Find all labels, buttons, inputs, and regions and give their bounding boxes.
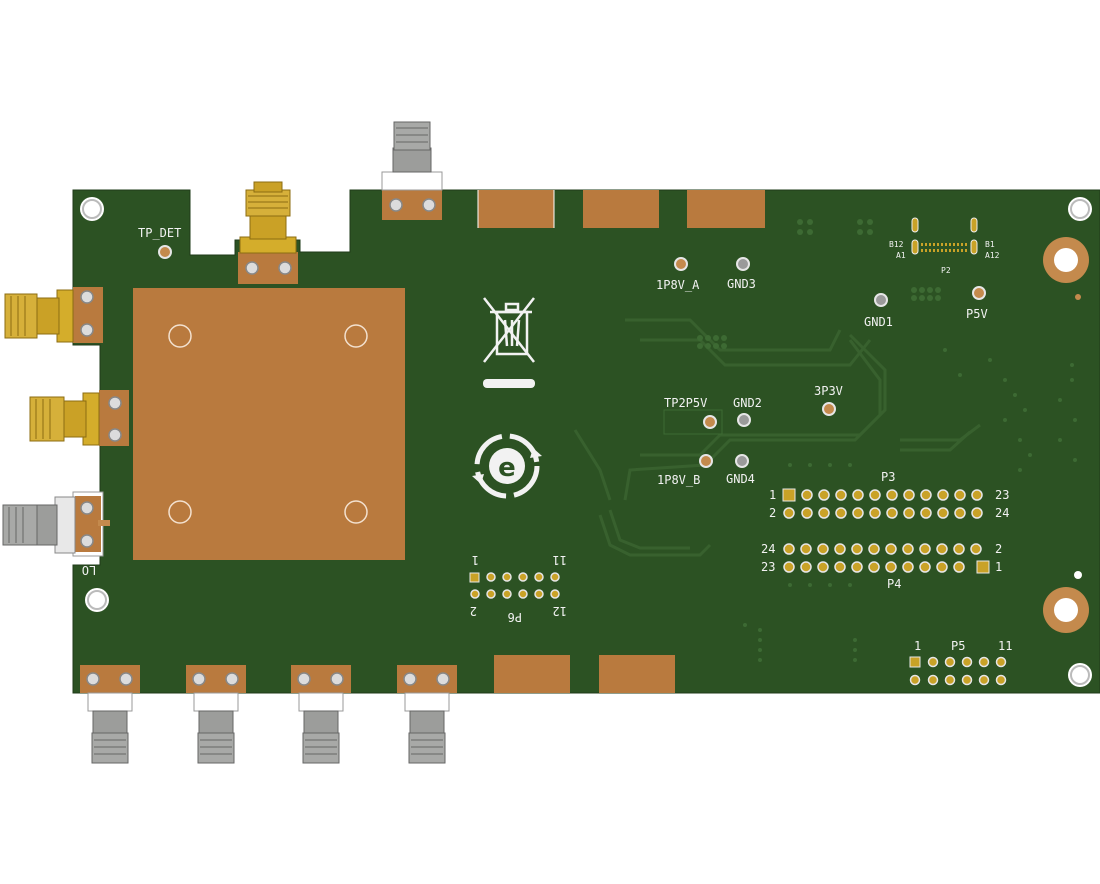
- p6-header: [469, 572, 560, 599]
- label-tp-det: TP_DET: [138, 226, 181, 240]
- label-p4-pin1: 1: [995, 560, 1002, 574]
- label-tp2p5v: TP2P5V: [664, 396, 707, 410]
- p3-header: [782, 488, 983, 519]
- top-edge-pads: [477, 190, 765, 228]
- label-p5-pin11: 11: [998, 639, 1012, 653]
- sma-connectors-bottom: [80, 665, 457, 764]
- via-field: [697, 219, 1077, 662]
- sma-connector-left-1: [4, 287, 103, 343]
- label-p3-pin24: 24: [995, 506, 1009, 520]
- label-gnd1: GND1: [864, 315, 893, 329]
- silkscreen-labels: TP_DET LO 1P8V_A GND3 GND1 P5V TP2P5V GN…: [82, 226, 1013, 653]
- pcb-traces: [573, 318, 981, 557]
- p4-header: [783, 543, 990, 574]
- label-p5-pin1: 1: [914, 639, 921, 653]
- label-3p3v: 3P3V: [814, 384, 843, 398]
- label-p6-pin2: 2: [470, 604, 477, 618]
- label-p3: P3: [881, 470, 895, 484]
- label-1p8v-b: 1P8V_B: [657, 473, 700, 487]
- label-p2: P2: [941, 266, 951, 275]
- label-gnd3: GND3: [727, 277, 756, 291]
- sma-connector-left-2: [29, 390, 129, 446]
- label-p2-b12: B12: [889, 240, 904, 249]
- label-p3-pin2: 2: [769, 506, 776, 520]
- label-p4: P4: [887, 577, 901, 591]
- label-p5: P5: [951, 639, 965, 653]
- label-p3-pin23: 23: [995, 488, 1009, 502]
- bottom-edge-pads: [494, 655, 675, 693]
- label-p4-pin2: 2: [995, 542, 1002, 556]
- weee-bin-icon: [483, 297, 535, 388]
- sma-connector-lo: [2, 491, 110, 557]
- label-p2-a1: A1: [896, 251, 906, 260]
- label-1p8v-a: 1P8V_A: [656, 278, 700, 292]
- label-gnd2: GND2: [733, 396, 762, 410]
- label-p6-pin1: 1: [472, 553, 479, 567]
- label-p4-pin24: 24: [761, 542, 775, 556]
- label-p6-pin12: 12: [553, 604, 567, 618]
- label-lo: LO: [82, 563, 96, 577]
- label-p2-b1: B1: [985, 240, 995, 249]
- p2-connector: [911, 217, 978, 255]
- label-p4-pin23: 23: [761, 560, 775, 574]
- rf-shield-can: [133, 288, 405, 560]
- label-p5v: P5V: [966, 307, 988, 321]
- mounting-holes: [80, 197, 1092, 687]
- eco-recycle-icon: e: [472, 433, 542, 499]
- label-p6-pin11: 11: [553, 553, 567, 567]
- p5-header: [909, 656, 1007, 686]
- label-gnd4: GND4: [726, 472, 755, 486]
- label-p2-a12: A12: [985, 251, 1000, 260]
- test-points: [158, 245, 986, 468]
- label-p3-pin1: 1: [769, 488, 776, 502]
- sma-connector-top-silver: [381, 121, 443, 220]
- svg-text:e: e: [498, 453, 516, 483]
- sma-connector-top-gold: [238, 181, 298, 284]
- label-p6: P6: [508, 610, 522, 624]
